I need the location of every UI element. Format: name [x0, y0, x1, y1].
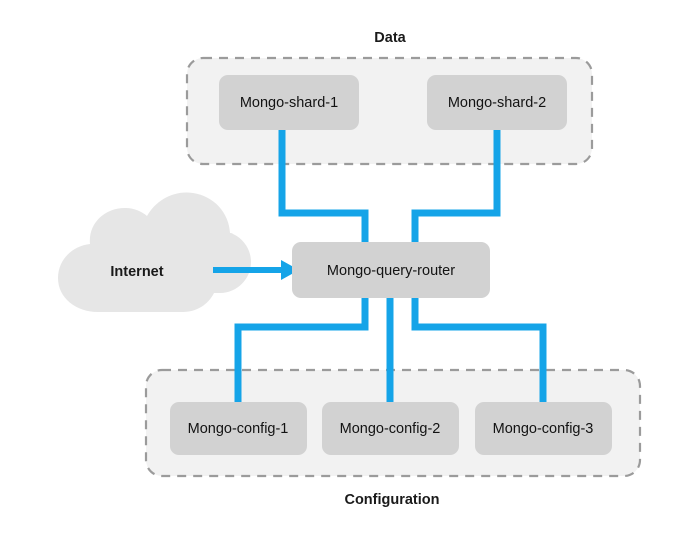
node-config-1-box	[170, 402, 307, 455]
node-query-router-box	[292, 242, 490, 298]
connector-router-to-config-1	[234, 294, 369, 422]
connector-router-to-shard-1	[278, 118, 369, 245]
node-shard-2[interactable]: Mongo-shard-2	[427, 75, 567, 130]
node-shard-1[interactable]: Mongo-shard-1	[219, 75, 359, 130]
connector-router-to-config-3	[411, 294, 547, 422]
node-config-1[interactable]: Mongo-config-1	[170, 402, 307, 455]
cloud-icon	[58, 192, 251, 312]
connector-internet-to-router	[213, 260, 299, 280]
internet-label: Internet	[110, 264, 163, 280]
node-config-3-box	[475, 402, 612, 455]
node-config-1-label: Mongo-config-1	[188, 421, 289, 437]
connector-router-to-shard-2	[411, 118, 501, 245]
group-label-data: Data	[374, 30, 406, 46]
node-config-2-box	[322, 402, 459, 455]
group-label-configuration: Configuration	[344, 492, 439, 508]
node-query-router-label: Mongo-query-router	[327, 263, 455, 279]
node-config-3-label: Mongo-config-3	[493, 421, 594, 437]
node-config-2[interactable]: Mongo-config-2	[322, 402, 459, 455]
node-query-router[interactable]: Mongo-query-router	[292, 242, 490, 298]
node-shard-2-box	[427, 75, 567, 130]
node-config-2-label: Mongo-config-2	[340, 421, 441, 437]
node-shard-2-label: Mongo-shard-2	[448, 95, 546, 111]
node-shard-1-box	[219, 75, 359, 130]
arrow-head-icon	[281, 260, 299, 280]
node-config-3[interactable]: Mongo-config-3	[475, 402, 612, 455]
internet-cloud-node[interactable]: Internet	[58, 192, 251, 312]
node-shard-1-label: Mongo-shard-1	[240, 95, 338, 111]
